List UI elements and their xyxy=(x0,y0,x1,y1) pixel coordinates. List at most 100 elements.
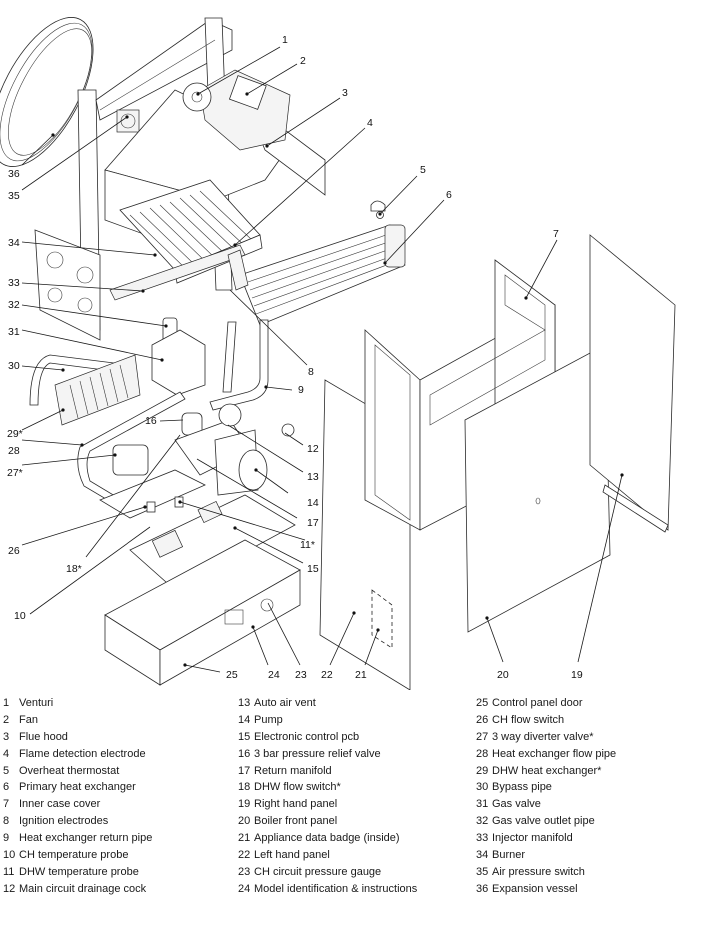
three-way-diverter-valve xyxy=(112,444,149,476)
callout-32: 32 xyxy=(8,299,20,311)
callout-20: 20 xyxy=(497,669,509,681)
callout-23: 23 xyxy=(295,669,307,681)
callout-9: 9 xyxy=(298,384,304,396)
callout-29: 29* xyxy=(7,428,23,440)
callout-33: 33 xyxy=(8,277,20,289)
callout-18: 18* xyxy=(66,563,82,575)
callout-1: 1 xyxy=(282,34,288,46)
fan xyxy=(199,69,291,151)
callout-labels: 1 2 3 4 5 6 7 8 9 10 11* 12 13 14 15 16 … xyxy=(7,34,583,681)
callout-8: 8 xyxy=(308,366,314,378)
callout-21: 21 xyxy=(355,669,367,681)
control-panel xyxy=(104,539,301,686)
venturi xyxy=(182,82,212,112)
callout-3: 3 xyxy=(342,87,348,99)
callout-31: 31 xyxy=(8,326,20,338)
ch-temperature-probe xyxy=(146,501,156,513)
exploded-view-diagram: 1 2 3 4 5 6 7 8 9 10 11* 12 13 14 15 16 … xyxy=(0,17,676,690)
callout-5: 5 xyxy=(420,164,426,176)
callout-34: 34 xyxy=(8,237,20,249)
callout-36: 36 xyxy=(8,168,20,180)
callout-6: 6 xyxy=(446,189,452,201)
heat-exchanger-return-pipe xyxy=(209,319,269,411)
callout-15: 15 xyxy=(307,563,319,575)
callout-4: 4 xyxy=(367,117,373,129)
callout-22: 22 xyxy=(321,669,333,681)
callout-17: 17 xyxy=(307,517,319,529)
callout-11: 11* xyxy=(300,539,315,551)
dhw-heat-exchanger xyxy=(29,354,141,426)
leader-lines xyxy=(21,46,623,673)
callout-2: 2 xyxy=(300,55,306,67)
drainage-cock xyxy=(281,423,295,437)
air-pressure-switch xyxy=(116,109,140,133)
callout-25: 25 xyxy=(226,669,238,681)
ch-flow-switch xyxy=(99,469,206,519)
callout-13: 13 xyxy=(307,471,319,483)
callout-14: 14 xyxy=(307,497,319,509)
auto-air-vent xyxy=(218,403,242,427)
pressure-gauge xyxy=(260,598,274,612)
callout-12: 12 xyxy=(307,443,319,455)
callout-30: 30 xyxy=(8,360,20,372)
heat-exchanger-flow-pipe xyxy=(77,391,186,503)
callout-10: 10 xyxy=(14,610,26,622)
callout-27: 27* xyxy=(7,467,23,479)
injector-manifold xyxy=(109,244,246,301)
callout-35: 35 xyxy=(8,190,20,202)
gas-valve xyxy=(151,329,206,396)
appliance-data-badge xyxy=(371,589,393,649)
callout-24: 24 xyxy=(268,669,280,681)
expansion-vessel xyxy=(0,17,94,167)
right-hand-panel xyxy=(589,234,676,531)
callout-7: 7 xyxy=(553,228,559,240)
overheat-thermostat xyxy=(370,200,386,212)
callout-16: 16 xyxy=(145,415,157,427)
boiler-front-panel xyxy=(464,344,611,633)
primary-heat-exchanger xyxy=(239,224,406,326)
callout-26: 26 xyxy=(8,545,20,557)
callout-19: 19 xyxy=(571,669,583,681)
leader-dots xyxy=(51,92,624,667)
callout-28: 28 xyxy=(8,445,20,457)
pump xyxy=(238,449,268,491)
